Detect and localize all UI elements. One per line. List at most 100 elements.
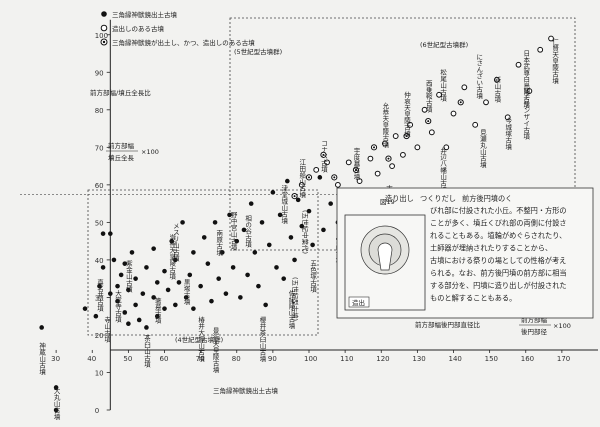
legend-text-filled: 三角縁神獣鏡出土古墳 [112,10,178,19]
callout-line: 前方後円墳のく [462,194,512,203]
point-label: 五色塚古墳 [309,260,317,294]
point-filled [93,313,99,319]
point-label: 宇度墓古墳 [352,146,360,181]
legend-marker-filled [101,11,107,17]
point-filled [39,325,44,330]
point-filled [100,265,106,270]
point-label: 見瀬丸山古墳 [478,128,486,169]
point-label: 江田船山古墳 [298,158,306,199]
callout-reading: つくりだし [420,194,456,203]
point-filled [122,261,128,266]
point-ring [493,76,500,83]
point-ring [548,35,554,42]
point-filled [133,276,138,281]
y-tick-label: 90 [95,69,104,77]
point-label: にさんざい古墳 [475,53,483,100]
point-filled [241,227,247,233]
chart-axes [20,19,598,410]
data-points [39,35,554,413]
y-formula-numerator: 前方部幅 [108,141,135,150]
callout-line: びれ部に付設された小丘。不整円・方形の [430,206,567,215]
point-dot-ring-center [427,120,430,123]
point-filled [111,257,117,263]
point-filled [212,220,218,225]
y-formula-multiplier: ×100 [141,148,159,156]
point-label: 仁賢天皇陵古墳 [551,37,559,85]
point-filled [281,276,287,281]
callout-line: ものと解することもある。 [430,294,516,303]
point-filled [310,242,315,248]
point-label: 櫻井茶臼山古墳 [258,315,266,363]
callout-body: 前方後円墳のくびれ部に付設された小丘。不整円・方形のことが多く、墳丘くびれ部の両… [430,194,567,303]
point-label: 南原古墳 [215,229,223,258]
y-tick-label: 20 [95,332,104,340]
x-tick-label: 150 [485,355,498,363]
point-dot-ring-center [308,176,310,179]
figure-tag-box [348,296,370,308]
callout-title: 造り出し [385,194,414,203]
point-ring [526,88,533,94]
point-filled [53,385,59,390]
point-filled [126,321,131,326]
point-ring [504,114,511,121]
callout: 造り出し つくりだし 造出 図19 前方後円墳のくびれ部に付設された小丘。不整円… [336,187,594,319]
point-filled [288,235,294,240]
point-filled [144,325,149,330]
point-filled [151,295,156,300]
point-filled [317,175,323,180]
point-filled [328,201,333,206]
x-formula-denominator: 後円部径 [521,327,548,336]
group-label-5c-mid: (五世紀中葉代) [301,210,310,254]
point-filled [183,295,189,300]
point-filled [122,310,128,315]
point-ring [356,178,363,185]
point-ring [335,181,341,188]
point-label: 真名井古墳 [95,277,103,312]
fourth-century-box [87,189,319,336]
point-filled [285,178,290,184]
point-filled [162,268,167,274]
y-tick-label: 80 [95,107,104,115]
x-tick-label: 40 [87,355,96,363]
point-label: コナベ古墳 [319,140,327,174]
point-dot-ring-center [459,101,462,104]
point-ring [450,110,457,117]
point-ring [392,133,399,139]
x-tick-label: 110 [340,355,353,363]
point-filled [252,250,258,255]
legend-marker-dot-ring-center [102,40,106,44]
point-dot-ring-center [322,153,325,156]
point-label: 大丸山古墳 [52,386,60,421]
y-tick-label: 10 [95,369,104,377]
callout-line: する部分を、円墳に造り出しが付設された [430,281,567,290]
point-filled [205,261,211,266]
point-dot-ring-center [333,176,336,179]
x-tick-label: 50 [123,355,132,363]
point-ring [407,121,414,128]
x-tick-label: 90 [268,355,277,363]
x-tick-label: 100 [304,355,317,363]
point-filled [108,231,113,236]
point-filled [144,265,149,270]
point-label: 今城塚古墳 [504,116,512,151]
point-label: メスリ山古墳 [171,222,179,262]
point-ring [400,151,406,158]
point-ring [472,121,479,128]
point-filled [173,302,178,308]
point-filled [165,287,171,293]
x-tick-label: 30 [51,355,60,363]
y-axis-title: 前方部幅/墳丘全長比 [90,88,151,97]
point-ring [461,84,468,91]
y-tick-label: 100 [95,32,108,40]
legend-text-dot-ring: 三角縁神獣鏡が出土し、かつ、造出しのある古墳 [112,38,255,47]
point-filled [277,212,283,218]
point-filled [108,291,113,296]
point-filled [263,302,268,308]
callout-line: 古墳における祭りの場としての性格が考え [430,256,566,265]
point-label: 井辺八幡山古墳 [439,146,447,194]
point-filled [201,235,207,240]
point-filled [321,227,326,233]
point-filled [209,298,214,304]
point-label: 紫金山古墳 [124,260,132,294]
